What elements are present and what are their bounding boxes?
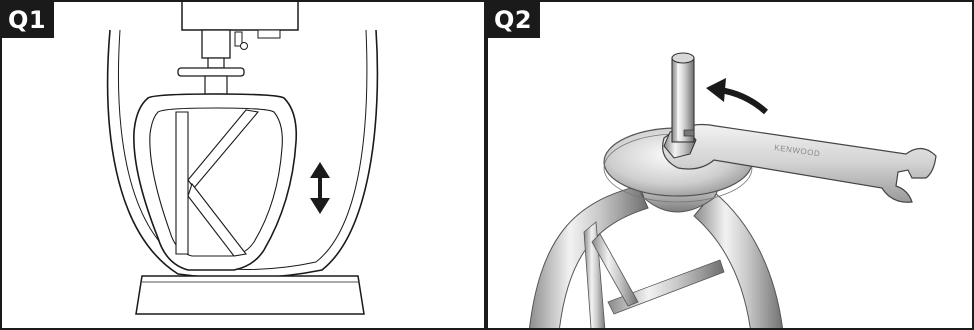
k-beater: [134, 94, 296, 270]
mixer-base: [136, 276, 364, 314]
panel-label-q2: Q2: [488, 2, 540, 38]
rotate-arrow-icon: [706, 78, 766, 112]
panel-q2: Q2: [486, 0, 974, 330]
up-down-arrow-icon: [310, 162, 330, 214]
q2-illustration: KENWOOD: [488, 2, 974, 330]
panel-label-q1: Q1: [2, 2, 54, 38]
mixer-head: [178, 2, 298, 94]
q1-illustration: [2, 2, 486, 330]
beater-arms: [528, 186, 784, 330]
panel-q1: Q1: [0, 0, 486, 330]
beater-shaft: [672, 53, 694, 142]
